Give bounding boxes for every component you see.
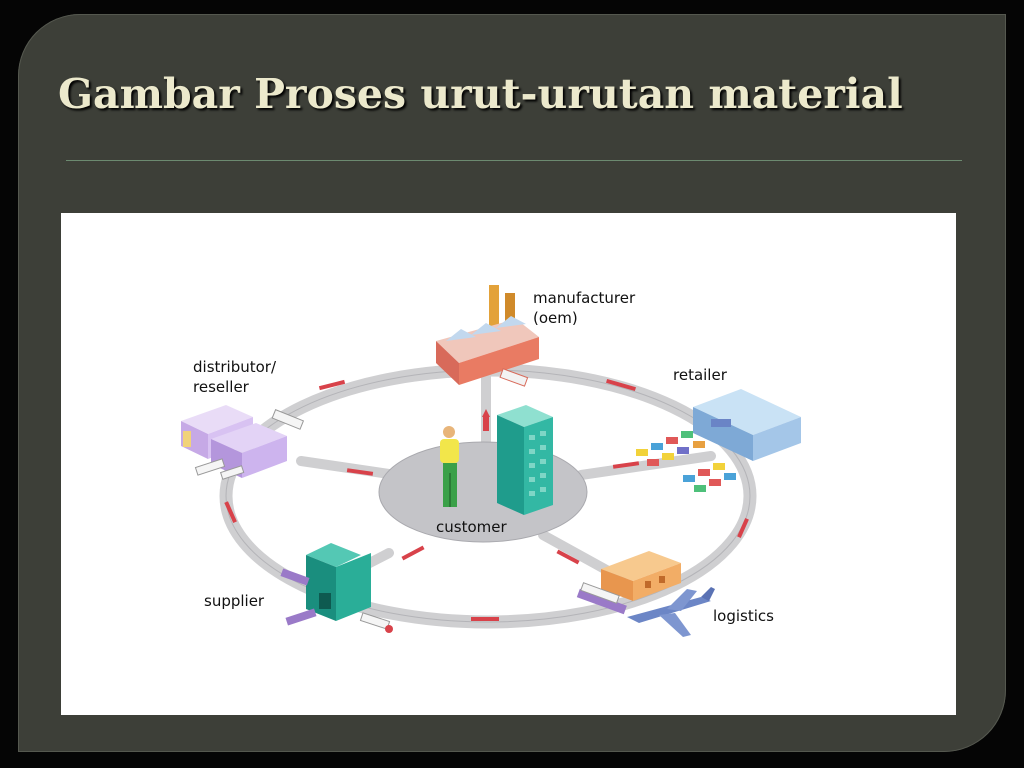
distributor-icon	[181, 405, 305, 480]
slide-title: Gambar Proses urut-urutan material	[58, 70, 903, 118]
label-manufacturer: manufacturer (oem)	[533, 289, 636, 327]
label-retailer: retailer	[673, 366, 727, 384]
logistics-icon	[576, 551, 715, 637]
label-customer: customer	[436, 518, 507, 536]
road-markings	[224, 378, 749, 621]
supplier-icon	[280, 543, 393, 633]
label-supplier: supplier	[204, 592, 265, 610]
title-divider	[66, 160, 962, 161]
retailer-icon	[636, 389, 801, 492]
customer-person-icon	[440, 426, 459, 507]
label-logistics: logistics	[713, 607, 774, 625]
supply-chain-diagram: manufacturer (oem) distributor/ reseller…	[61, 213, 956, 715]
factory-icon	[436, 285, 539, 387]
supply-chain-graphic	[181, 285, 801, 637]
label-distributor: distributor/ reseller	[193, 358, 277, 396]
office-tower-icon	[497, 405, 553, 515]
